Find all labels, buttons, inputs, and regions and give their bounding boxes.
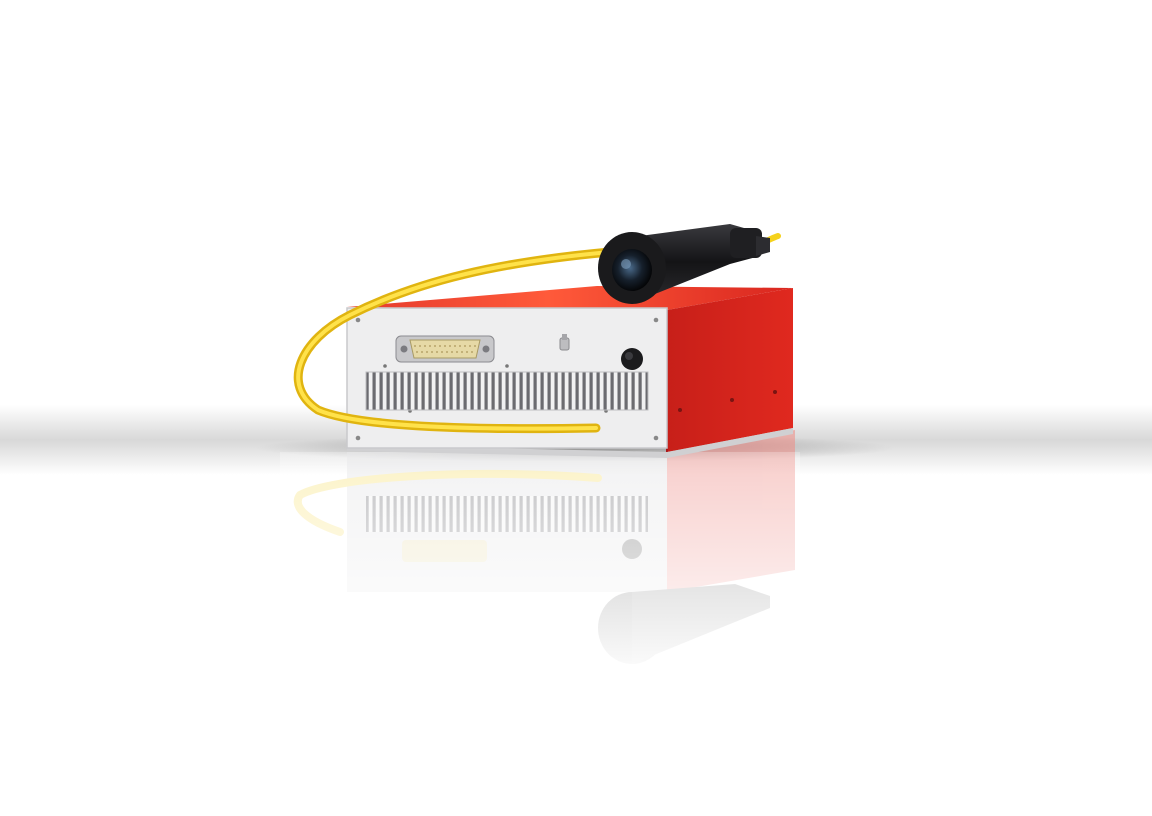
db25-connector [395, 335, 495, 363]
reflection-fade [280, 452, 800, 682]
housing-top [347, 286, 793, 310]
ground-post-icon [559, 334, 570, 351]
key-switch [621, 348, 643, 370]
heatsink-fins [365, 371, 649, 411]
housing-side [667, 288, 793, 452]
collimator-head [598, 224, 770, 304]
